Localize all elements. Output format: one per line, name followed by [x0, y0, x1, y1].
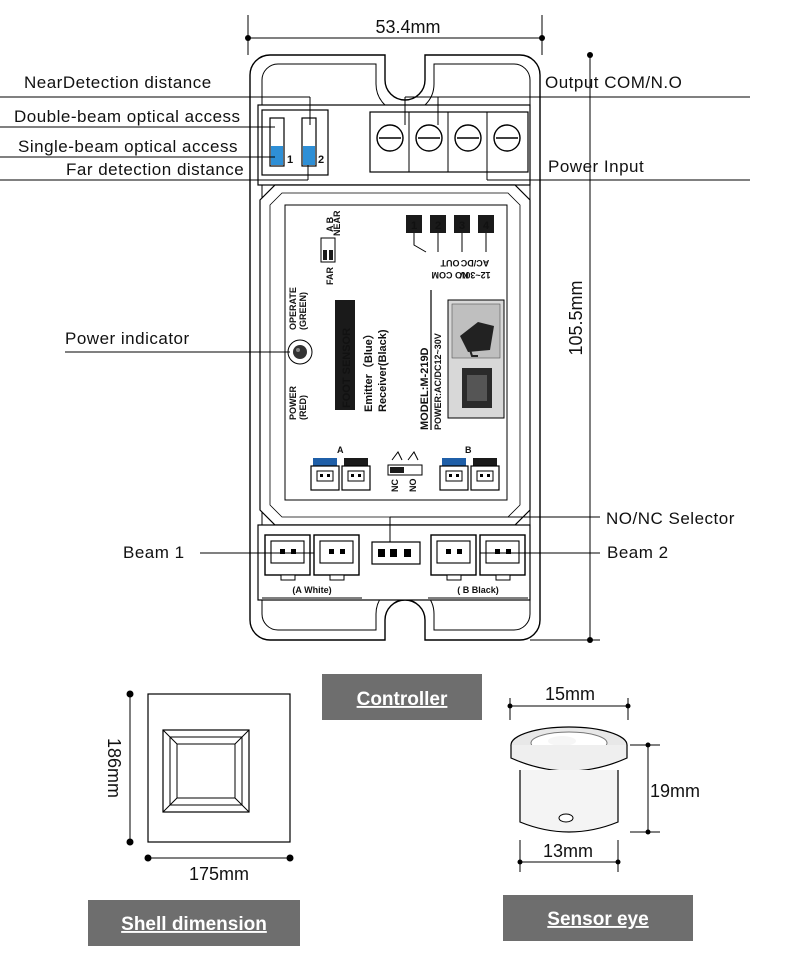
label-no-com: NO COM	[432, 270, 469, 280]
label-power: POWER	[288, 385, 298, 420]
callout-double-beam: Double-beam optical access	[14, 107, 241, 126]
callout-power-input: Power Input	[548, 157, 644, 176]
nonc-selector-switch[interactable]	[371, 541, 421, 565]
beam1-color-label: (A White)	[292, 585, 331, 595]
board-connector-a-receiver	[341, 458, 371, 491]
label-near: NEAR	[332, 210, 342, 236]
board-marker-a: A	[337, 445, 344, 455]
eye-bottom-label: 13mm	[543, 841, 593, 861]
beam2-connector-right[interactable]	[479, 534, 526, 581]
eye-top-label: 15mm	[545, 684, 595, 704]
board-label-no: NO	[408, 479, 418, 493]
label-power-spec: POWER:AC/DC12~30V	[433, 333, 443, 430]
beam1-connector-right[interactable]	[313, 534, 360, 581]
terminal-block	[369, 111, 529, 173]
dip-switch-board: NEAR FAR A B	[320, 210, 342, 285]
shell-title-tag: Shell dimension	[88, 900, 300, 946]
board-connector-b-emitter	[439, 458, 469, 491]
callout-near-detection: NearDetection distance	[24, 73, 212, 92]
callout-single-beam: Single-beam optical access	[18, 137, 238, 156]
label-model: MODEL:M-219D	[419, 347, 431, 430]
sensor-eye-drawing: 15mm 19mm 13mm	[507, 684, 700, 872]
terminal-number-3: 3	[459, 220, 465, 232]
board-marker-b: B	[465, 445, 472, 455]
nonc-switch-board: NC NO	[387, 451, 423, 493]
board-label-panel: 1 2 3 4 NO COM OUT 12~30V AC/DC NEAR FAR…	[284, 204, 508, 501]
shell-height-label: 186mm	[104, 738, 124, 798]
callout-beam1: Beam 1	[123, 543, 185, 562]
label-ab: A B	[325, 216, 335, 232]
terminal-screw-3[interactable]	[454, 124, 482, 152]
terminal-screw-1[interactable]	[376, 124, 404, 152]
label-out: OUT	[440, 258, 460, 268]
board-label-nc: NC	[390, 479, 400, 492]
dip-switch-top[interactable]: 1 2	[261, 109, 329, 176]
beam2-color-label: ( B Black)	[457, 585, 499, 595]
dip-number-2: 2	[318, 154, 324, 166]
terminal-screw-4[interactable]	[493, 124, 521, 152]
board-connector-b-receiver	[470, 458, 500, 491]
shell-width-label: 175mm	[189, 864, 249, 884]
beam2-connector-left[interactable]	[430, 534, 477, 581]
callout-leaders	[0, 96, 750, 554]
terminal-number-2: 2	[435, 220, 441, 232]
label-volts: 12~30V	[459, 270, 490, 280]
callout-far-detection: Far detection distance	[66, 160, 244, 179]
shell-drawing: 186mm 175mm	[104, 690, 294, 884]
label-green: (GREEN)	[298, 292, 308, 330]
height-dimension: 105.5mm	[530, 52, 600, 643]
beam1-connector-left[interactable]	[264, 534, 311, 581]
controller-title: Controller	[357, 689, 448, 710]
label-receiver: Receiver(Black)	[377, 329, 389, 412]
relay-component	[447, 299, 505, 419]
label-emitter: Emitter（Blue）	[362, 328, 375, 412]
label-foot-sensor: FOOT SENSOR	[341, 328, 353, 408]
label-red: (RED)	[298, 395, 308, 420]
sensor-title: Sensor eye	[547, 909, 648, 930]
sensor-title-tag: Sensor eye	[503, 895, 693, 941]
callout-output: Output COM/N.O	[545, 73, 682, 92]
terminal-screw-2[interactable]	[415, 124, 443, 152]
label-far: FAR	[325, 266, 335, 285]
label-operate: OPERATE	[288, 287, 298, 330]
callout-nonc-selector: NO/NC Selector	[606, 509, 735, 528]
power-indicator-led	[287, 339, 313, 365]
terminal-number-1: 1	[411, 220, 417, 232]
eye-height-label: 19mm	[650, 781, 700, 801]
callout-power-indicator: Power indicator	[65, 329, 190, 348]
controller-title-tag: Controller	[322, 674, 482, 720]
dip-number-1: 1	[287, 154, 293, 166]
callout-beam2: Beam 2	[607, 543, 669, 562]
board-connector-a-emitter	[310, 458, 340, 491]
width-label: 53.4mm	[375, 17, 440, 37]
height-label: 105.5mm	[566, 280, 586, 355]
label-acdc: AC/DC	[460, 258, 489, 268]
shell-title: Shell dimension	[121, 914, 267, 935]
width-dimension: 53.4mm	[245, 15, 545, 55]
terminal-number-4: 4	[483, 220, 490, 232]
